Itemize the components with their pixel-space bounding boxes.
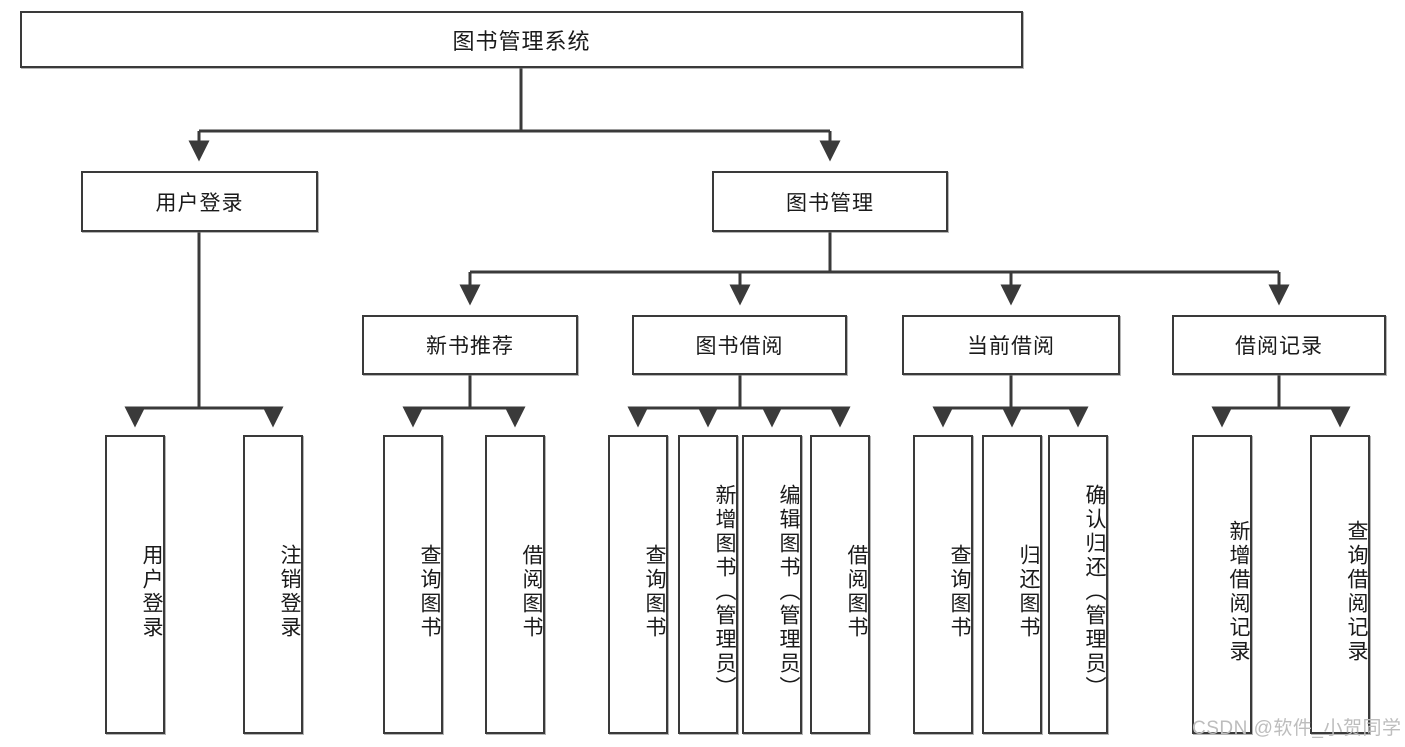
node-user-login[interactable]: 用户登录 [81, 171, 318, 232]
leaf-book-borrow-query[interactable]: 查询图书 [608, 435, 668, 734]
node-book-borrow[interactable]: 图书借阅 [632, 315, 847, 375]
leaf-borrow-record-add[interactable]: 新增借阅记录 [1192, 435, 1252, 734]
leaf-book-borrow-borrow[interactable]: 借阅图书 [810, 435, 870, 734]
csdn-watermark: CSDN @软件_小贺同学 [1192, 718, 1402, 739]
leaf-book-borrow-edit[interactable]: 编辑图书（管理员） [742, 435, 802, 734]
node-borrow-record[interactable]: 借阅记录 [1172, 315, 1386, 375]
node-current-borrow[interactable]: 当前借阅 [902, 315, 1120, 375]
node-new-book-recommend[interactable]: 新书推荐 [362, 315, 578, 375]
leaf-borrow-record-query[interactable]: 查询借阅记录 [1310, 435, 1370, 734]
node-book-management[interactable]: 图书管理 [712, 171, 948, 232]
node-root-system[interactable]: 图书管理系统 [20, 11, 1023, 68]
leaf-new-book-query[interactable]: 查询图书 [383, 435, 443, 734]
leaf-new-book-borrow[interactable]: 借阅图书 [485, 435, 545, 734]
leaf-book-borrow-add[interactable]: 新增图书（管理员） [678, 435, 738, 734]
leaf-user-login-logout[interactable]: 注销登录 [243, 435, 303, 734]
leaf-user-login-login[interactable]: 用户登录 [105, 435, 165, 734]
leaf-current-borrow-query[interactable]: 查询图书 [913, 435, 973, 734]
leaf-current-borrow-confirm[interactable]: 确认归还（管理员） [1048, 435, 1108, 734]
leaf-current-borrow-return[interactable]: 归还图书 [982, 435, 1042, 734]
